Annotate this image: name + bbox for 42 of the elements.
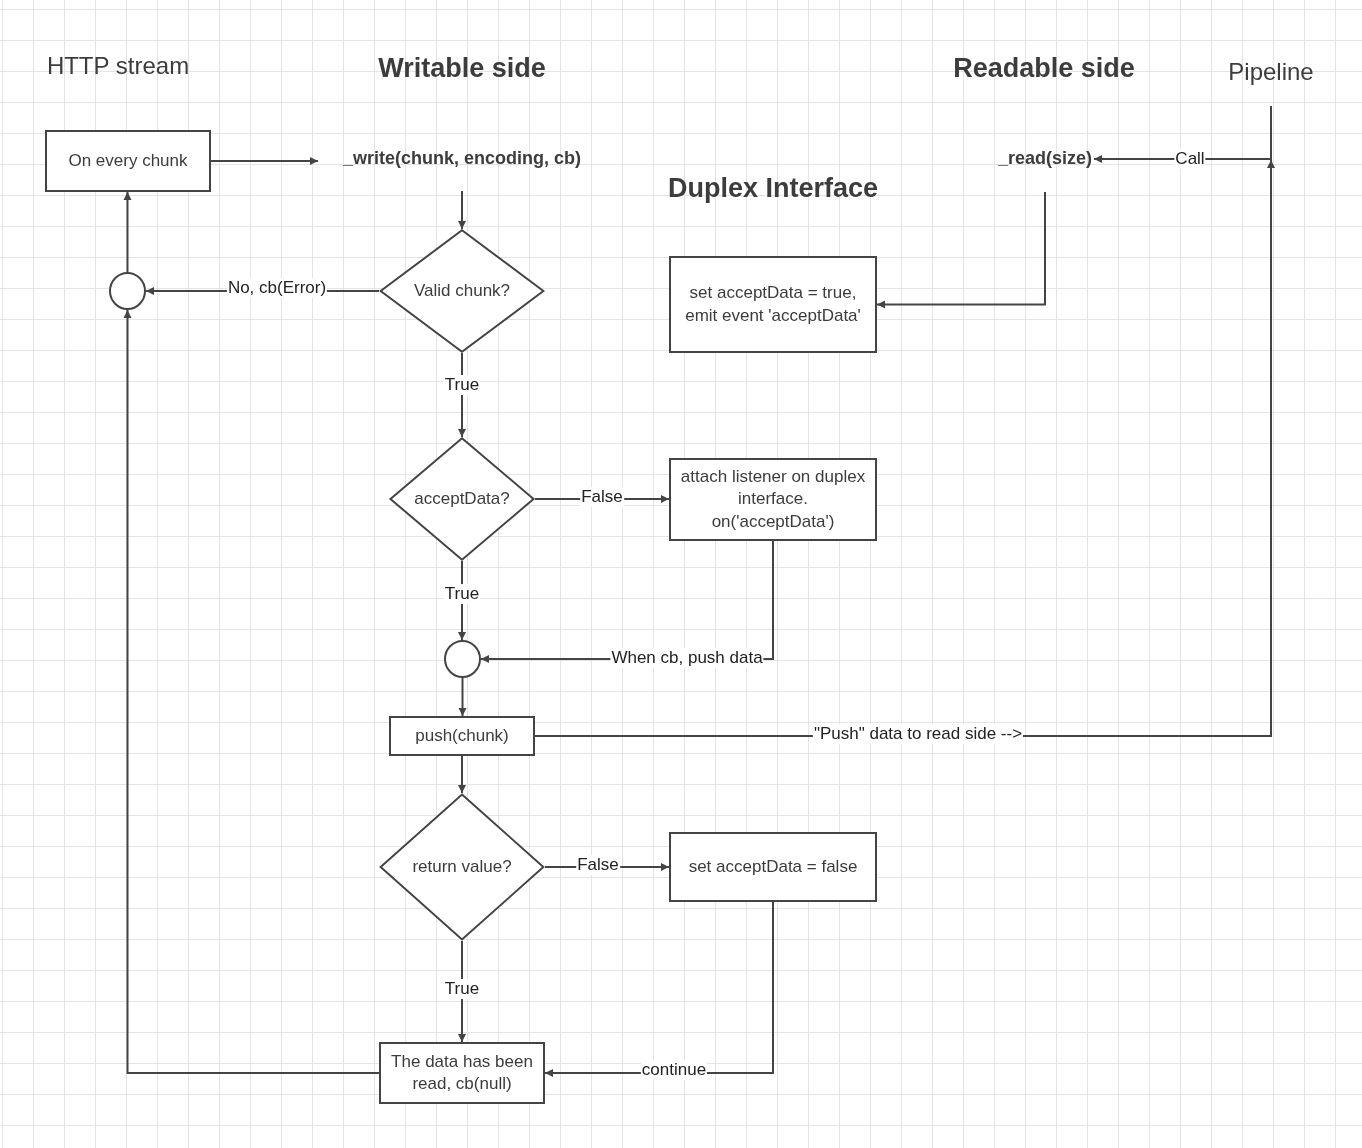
- node-text: The data has been read, cb(null): [390, 1050, 534, 1095]
- edge-label: "Push" data to read side -->: [812, 724, 1024, 744]
- process-box: [669, 832, 877, 902]
- process-box: [379, 1042, 545, 1104]
- function-label: _read(size): [997, 147, 1092, 171]
- section-title: Duplex Interface: [667, 173, 879, 204]
- edge-label: True: [443, 375, 481, 395]
- node-text: set acceptData = true, emit event 'acceptData': [684, 282, 862, 327]
- column-heading: Pipeline: [1228, 57, 1314, 88]
- edge-label: When cb, push data: [610, 648, 764, 668]
- process-box: [669, 256, 877, 353]
- arrow: [458, 190, 466, 230]
- process-box: [389, 716, 535, 756]
- process-box: [45, 130, 211, 192]
- node-text: Valid chunk?: [413, 279, 511, 302]
- arrow: [458, 677, 467, 717]
- arrow: [123, 191, 132, 273]
- column-heading: HTTP stream: [46, 52, 190, 80]
- process-box: [669, 458, 877, 541]
- node-text: push(chunk): [415, 724, 509, 747]
- arrow: [458, 755, 466, 794]
- column-heading: Readable side: [953, 53, 1135, 84]
- node-text: set acceptData = false: [688, 855, 858, 878]
- arrow: [123, 309, 380, 1074]
- column-heading: Writable side: [378, 53, 546, 84]
- edge-label: False: [576, 855, 620, 875]
- arrow: [210, 157, 319, 165]
- decision-diamond: [379, 229, 545, 353]
- function-label: _write(chunk, encoding, cb): [343, 147, 581, 171]
- edge-label: True: [443, 979, 481, 999]
- decision-diamond: [379, 793, 545, 941]
- edge-label: continue: [640, 1060, 708, 1080]
- edge-label: False: [580, 487, 624, 507]
- arrow: [876, 191, 1046, 309]
- edge-label: Call: [1174, 149, 1206, 169]
- node-text: attach listener on duplex interface. on('acceptData'): [679, 466, 867, 533]
- edge-label: True: [443, 584, 481, 604]
- node-text: On every chunk: [68, 149, 188, 172]
- decision-diamond: [389, 437, 535, 561]
- node-text: acceptData?: [414, 487, 510, 510]
- node-text: return value?: [412, 855, 512, 878]
- edge-label: No, cb(Error): [226, 278, 328, 298]
